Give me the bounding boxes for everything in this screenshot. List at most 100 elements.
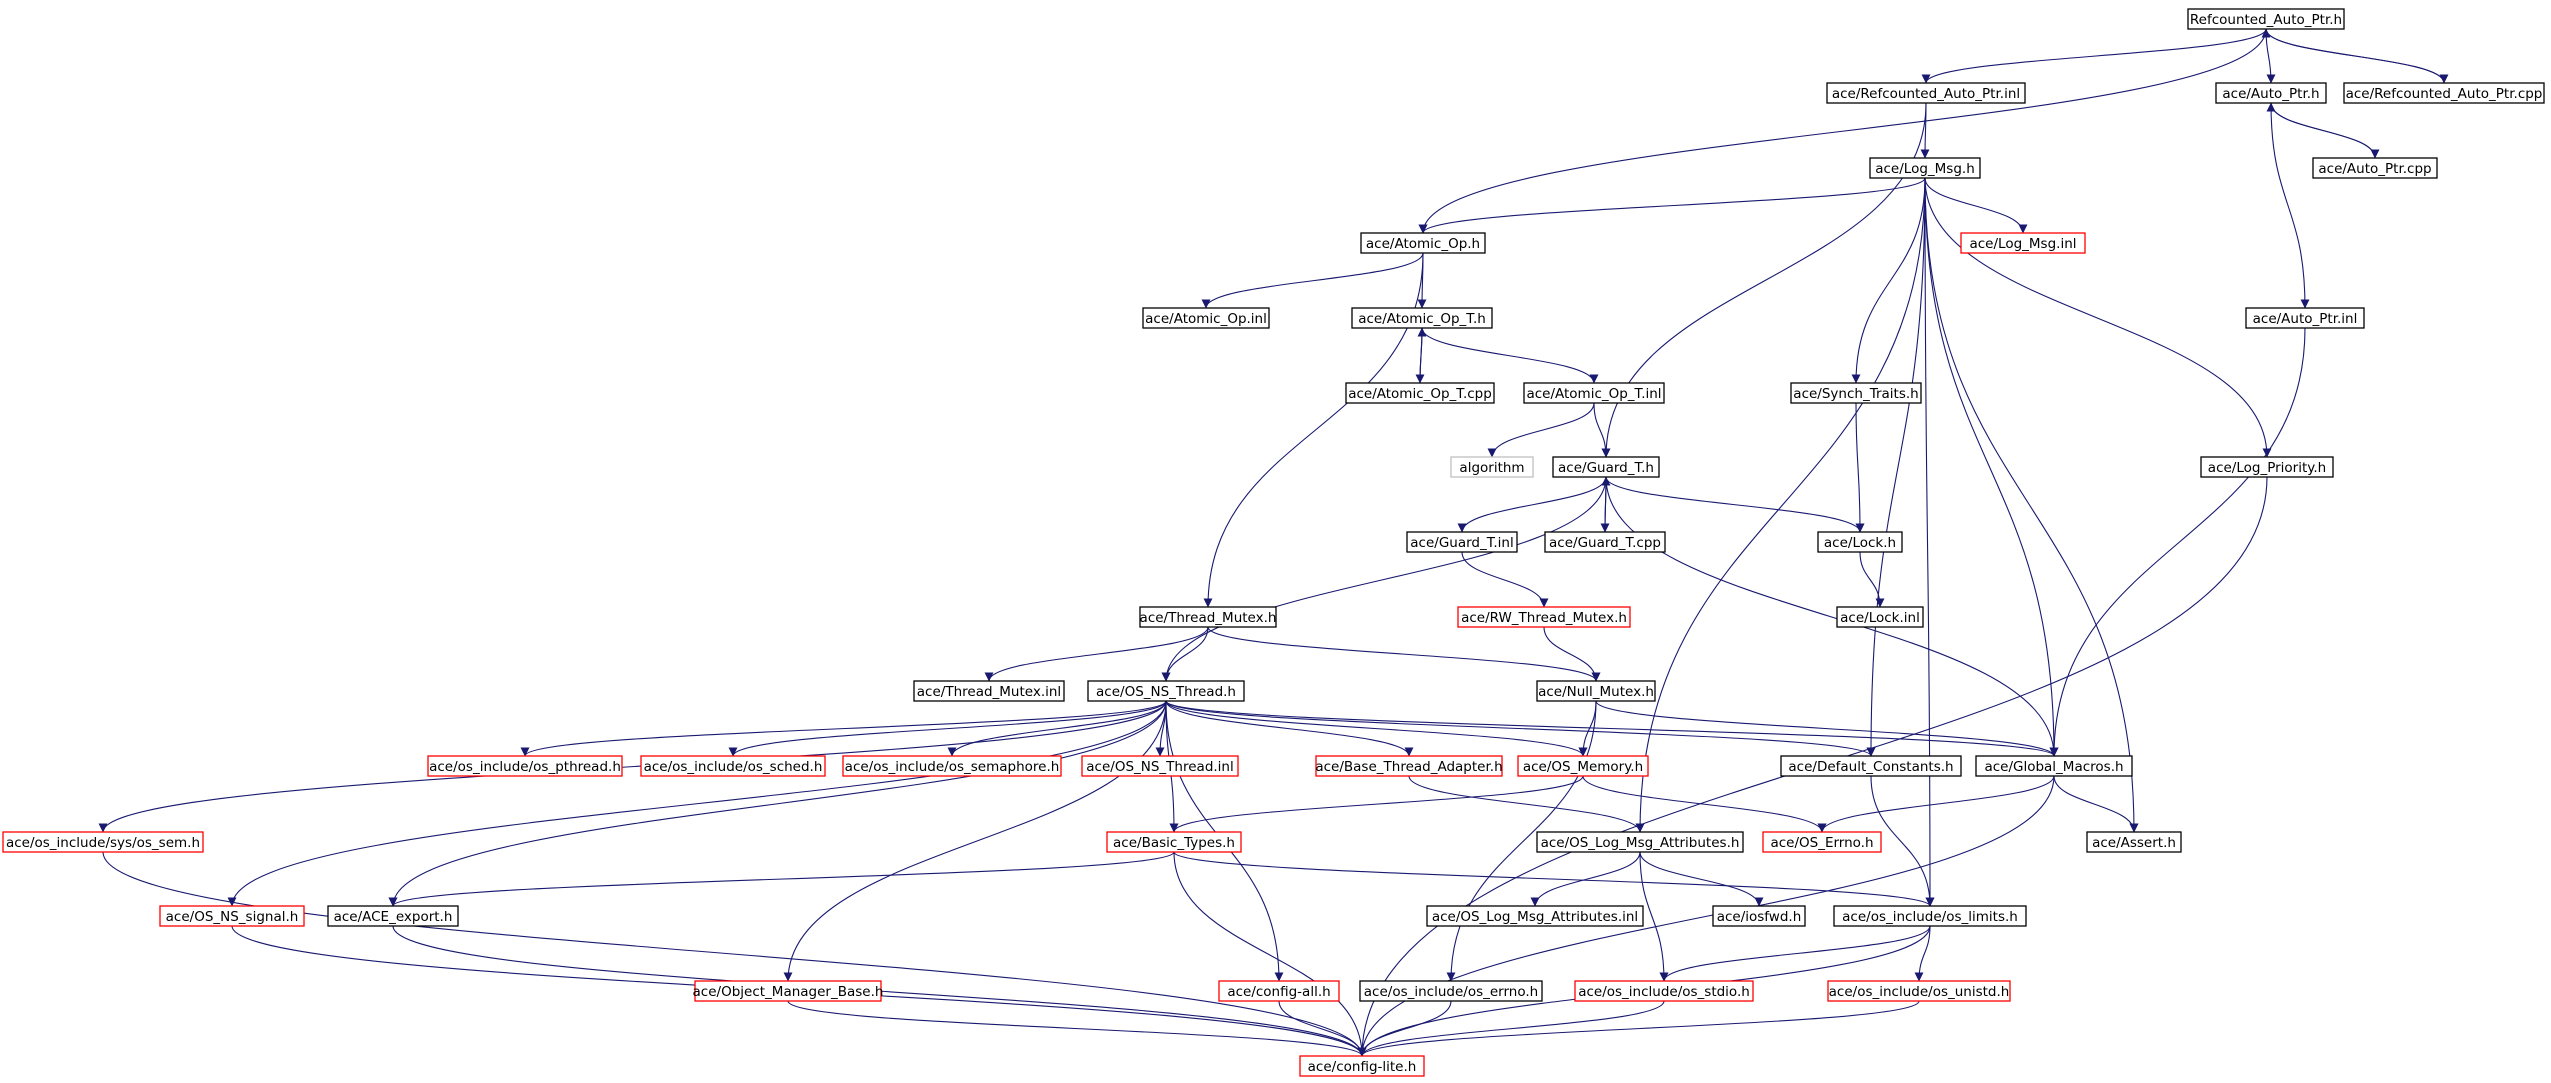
node-config_lite_h[interactable]: ace/config-lite.h <box>1299 1055 1425 1077</box>
node-null_mutex_h[interactable]: ace/Null_Mutex.h <box>1536 680 1656 702</box>
node-label: ace/Log_Msg.h <box>1875 161 1975 177</box>
node-refcounted_auto_ptr_h[interactable]: Refcounted_Auto_Ptr.h <box>2187 8 2345 30</box>
edge-refcounted_auto_ptr_h-to-atomic_op_h <box>1418 28 2267 234</box>
node-object_manager_base_h[interactable]: ace/Object_Manager_Base.h <box>693 980 884 1002</box>
node-label: ace/ACE_export.h <box>334 909 453 925</box>
node-label: ace/Guard_T.cpp <box>1549 535 1661 551</box>
edge-log_msg_h-to-os_log_msg_attributes_h <box>1635 177 1926 833</box>
node-global_macros_h[interactable]: ace/Global_Macros.h <box>1975 755 2133 777</box>
node-basic_types_h[interactable]: ace/Basic_Types.h <box>1106 831 1242 853</box>
edge-os_limits_h-to-os_stdio_h <box>1659 925 1931 982</box>
node-refcounted_auto_ptr_inl[interactable]: ace/Refcounted_Auto_Ptr.inl <box>1826 82 2026 104</box>
node-os_semaphore_h[interactable]: ace/os_include/os_semaphore.h <box>842 755 1062 777</box>
node-refcounted_auto_ptr_cpp[interactable]: ace/Refcounted_Auto_Ptr.cpp <box>2343 82 2545 104</box>
node-config_all_h[interactable]: ace/config-all.h <box>1218 980 1340 1002</box>
edge-refcounted_auto_ptr_h-to-auto_ptr_h <box>2265 28 2276 84</box>
node-rw_thread_mutex_h[interactable]: ace/RW_Thread_Mutex.h <box>1457 606 1631 628</box>
node-label: ace/Log_Priority.h <box>2208 460 2326 476</box>
node-os_ns_thread_h[interactable]: ace/OS_NS_Thread.h <box>1087 680 1245 702</box>
edge-os_ns_thread_h-to-base_thread_adapter_h <box>1165 700 1414 757</box>
node-box <box>1351 307 1493 329</box>
node-atomic_op_h[interactable]: ace/Atomic_Op.h <box>1360 232 1486 254</box>
node-label: ace/Auto_Ptr.h <box>2222 86 2319 102</box>
node-os_sem_h[interactable]: ace/os_include/sys/os_sem.h <box>2 831 204 853</box>
node-box <box>1544 531 1666 553</box>
node-log_msg_h[interactable]: ace/Log_Msg.h <box>1869 157 1981 179</box>
node-label: ace/Thread_Mutex.h <box>1140 610 1277 626</box>
node-os_errno_os_h[interactable]: ace/os_include/os_errno.h <box>1359 980 1543 1002</box>
node-label: ace/os_include/os_semaphore.h <box>845 759 1060 775</box>
edge-log_msg_h-to-os_limits_h <box>1924 177 1935 907</box>
node-os_stdio_h[interactable]: ace/os_include/os_stdio.h <box>1574 980 1754 1002</box>
node-box <box>1457 606 1631 628</box>
edge-os_ns_thread_h-to-os_pthread_h <box>520 700 1167 757</box>
node-atomic_op_t_h[interactable]: ace/Atomic_Op_T.h <box>1351 307 1493 329</box>
node-os_limits_h[interactable]: ace/os_include/os_limits.h <box>1833 905 2027 927</box>
node-default_constants_h[interactable]: ace/Default_Constants.h <box>1780 755 1962 777</box>
edge-atomic_op_t_h-to-atomic_op_t_inl <box>1421 327 1599 384</box>
node-label: ace/Default_Constants.h <box>1788 759 1953 775</box>
node-guard_t_cpp[interactable]: ace/Guard_T.cpp <box>1544 531 1666 553</box>
node-thread_mutex_inl[interactable]: ace/Thread_Mutex.inl <box>913 680 1065 702</box>
edge-null_mutex_h-to-os_errno_os_h <box>1446 700 1597 982</box>
node-label: ace/Atomic_Op_T.cpp <box>1348 386 1492 402</box>
node-box <box>1827 980 2011 1002</box>
node-box <box>1780 755 1962 777</box>
node-guard_t_inl[interactable]: ace/Guard_T.inl <box>1406 531 1518 553</box>
node-log_msg_inl[interactable]: ace/Log_Msg.inl <box>1960 232 2086 254</box>
node-label: ace/Refcounted_Auto_Ptr.inl <box>1832 86 2020 102</box>
node-box <box>2245 307 2365 329</box>
node-log_priority_h[interactable]: ace/Log_Priority.h <box>2200 456 2334 478</box>
node-label: ace/OS_NS_signal.h <box>166 909 299 925</box>
edge-refcounted_auto_ptr_cpp-to-refcounted_auto_ptr_h <box>2261 28 2445 84</box>
edge-log_msg_h-to-synch_traits_h <box>1851 177 1926 384</box>
edges-layer <box>98 28 2449 1057</box>
node-lock_h[interactable]: ace/Lock.h <box>1817 531 1903 553</box>
node-os_errno_h[interactable]: ace/OS_Errno.h <box>1762 831 1882 853</box>
node-os_log_msg_attributes_h[interactable]: ace/OS_Log_Msg_Attributes.h <box>1536 831 1744 853</box>
node-label: ace/config-lite.h <box>1308 1059 1417 1075</box>
edge-log_msg_h-to-default_constants_h <box>1866 177 1926 757</box>
node-assert_h[interactable]: ace/Assert.h <box>2086 831 2182 853</box>
node-atomic_op_t_cpp[interactable]: ace/Atomic_Op_T.cpp <box>1345 382 1495 404</box>
edge-global_macros_h-to-assert_h <box>2053 775 2139 833</box>
node-box <box>1360 232 1486 254</box>
node-ace_export_h[interactable]: ace/ACE_export.h <box>327 905 459 927</box>
node-auto_ptr_h[interactable]: ace/Auto_Ptr.h <box>2215 82 2327 104</box>
node-box <box>1359 980 1543 1002</box>
node-auto_ptr_cpp[interactable]: ace/Auto_Ptr.cpp <box>2312 157 2438 179</box>
node-os_memory_h[interactable]: ace/OS_Memory.h <box>1517 755 1649 777</box>
node-auto_ptr_inl[interactable]: ace/Auto_Ptr.inl <box>2245 307 2365 329</box>
node-lock_inl[interactable]: ace/Lock.inl <box>1836 606 1924 628</box>
node-synch_traits_h[interactable]: ace/Synch_Traits.h <box>1790 382 1922 404</box>
node-os_pthread_h[interactable]: ace/os_include/os_pthread.h <box>427 755 623 777</box>
edge-atomic_op_t_inl-to-algorithm <box>1487 402 1595 458</box>
node-os_unistd_h[interactable]: ace/os_include/os_unistd.h <box>1827 980 2011 1002</box>
node-iosfwd_h[interactable]: ace/iosfwd.h <box>1712 905 1806 927</box>
node-box <box>2086 831 2182 853</box>
edge-thread_mutex_h-to-os_ns_thread_h <box>1161 626 1209 682</box>
node-box <box>1960 232 2086 254</box>
node-box <box>1299 1055 1425 1077</box>
node-box <box>1517 755 1649 777</box>
node-label: ace/Auto_Ptr.inl <box>2253 311 2358 327</box>
edge-os_limits_h-to-os_unistd_h <box>1914 925 1931 982</box>
node-thread_mutex_h[interactable]: ace/Thread_Mutex.h <box>1139 606 1277 628</box>
node-label: ace/Synch_Traits.h <box>1793 386 1918 402</box>
node-os_ns_signal_h[interactable]: ace/OS_NS_signal.h <box>159 905 305 927</box>
node-os_sched_h[interactable]: ace/os_include/os_sched.h <box>640 755 826 777</box>
edge-guard_t_h-to-os_ns_thread_h <box>1161 476 1607 682</box>
node-box <box>1345 382 1495 404</box>
edge-os_ns_thread_h-to-global_macros_h <box>1165 700 2059 757</box>
node-os_ns_thread_inl[interactable]: ace/OS_NS_Thread.inl <box>1081 755 1239 777</box>
node-box <box>2 831 204 853</box>
edge-guard_t_h-to-guard_t_inl <box>1457 476 1607 533</box>
node-os_log_msg_attributes_inl[interactable]: ace/OS_Log_Msg_Attributes.inl <box>1426 905 1644 927</box>
node-atomic_op_t_inl[interactable]: ace/Atomic_Op_T.inl <box>1523 382 1665 404</box>
node-guard_t_h[interactable]: ace/Guard_T.h <box>1552 456 1660 478</box>
node-label: ace/OS_Errno.h <box>1770 835 1873 851</box>
node-atomic_op_inl[interactable]: ace/Atomic_Op.inl <box>1142 307 1270 329</box>
edge-os_errno_os_h-to-config_lite_h <box>1357 1000 1452 1057</box>
node-base_thread_adapter_h[interactable]: ace/Base_Thread_Adapter.h <box>1315 755 1503 777</box>
edge-auto_ptr_inl-to-global_macros_h <box>2049 327 2306 757</box>
